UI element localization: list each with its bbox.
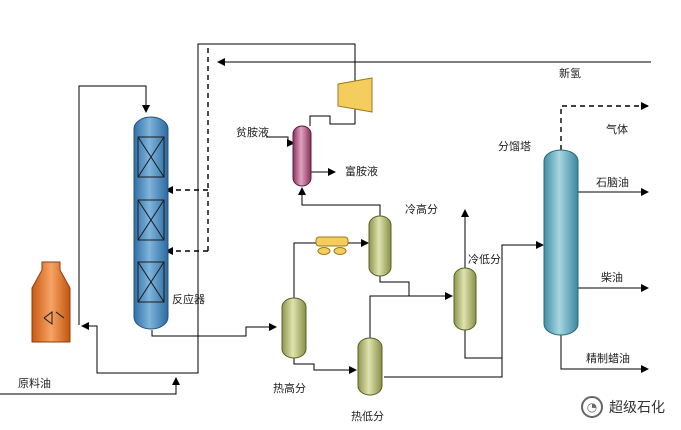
reactor-label: 反应器 (172, 293, 205, 306)
naphtha-label: 石脑油 (596, 176, 629, 189)
hot-high-separator (281, 297, 307, 359)
piping (0, 43, 651, 395)
cold-high-separator-label: 冷高分 (405, 203, 438, 216)
cold-low-separator-label: 冷低分 (468, 253, 501, 266)
air-cooler-icon (315, 236, 349, 255)
hot-low-separator-label: 热低分 (351, 410, 384, 423)
cold-high-gas-line (298, 187, 381, 218)
gas-label: 气体 (606, 123, 628, 136)
dashed-lines (165, 48, 649, 255)
refined-wax-oil-label: 精制蜡油 (586, 352, 630, 365)
compressor-icon (337, 77, 373, 113)
recycle-gas-line (96, 43, 356, 374)
cold-low-separator (453, 267, 477, 331)
cold-low-liquid-line (464, 330, 502, 359)
new-hydrogen-label: 新氢 (559, 67, 581, 80)
watermark-text: 超级石化 (609, 400, 665, 416)
lean-amine-label: 贫胺液 (236, 126, 269, 139)
cold-high-liquid-line (379, 274, 453, 300)
rich-amine-label: 富胺液 (345, 165, 378, 178)
hot-high-vapor-line (293, 242, 316, 300)
feed-into-furnace-line (81, 322, 98, 330)
hot-low-vapor-line (369, 295, 409, 340)
feed-oil-label: 原料油 (18, 377, 51, 390)
reactor-top-feed-line (78, 85, 150, 325)
reactor-effluent-line (151, 323, 277, 337)
fractionator (543, 149, 579, 336)
furnace (31, 261, 71, 343)
hot-low-liquid-line (384, 241, 544, 378)
feed-oil-line (0, 377, 180, 395)
wechat-logo-icon: ◔ (581, 396, 603, 418)
amine-scrubber (292, 125, 312, 187)
hot-high-separator-label: 热高分 (273, 382, 306, 395)
compressor-suction-line (309, 106, 356, 126)
refined-wax-oil-line (560, 335, 649, 373)
cold-high-separator (368, 215, 392, 277)
lean-amine-line (266, 136, 295, 147)
reactor (133, 116, 169, 330)
fractionator-label: 分馏塔 (498, 140, 531, 153)
gas-dashed-line (560, 102, 649, 150)
hot-high-liquid-line (293, 356, 357, 374)
hot-low-separator (357, 337, 383, 396)
watermark: ◔ 超级石化 (581, 396, 665, 418)
diesel-label: 柴油 (601, 271, 623, 284)
